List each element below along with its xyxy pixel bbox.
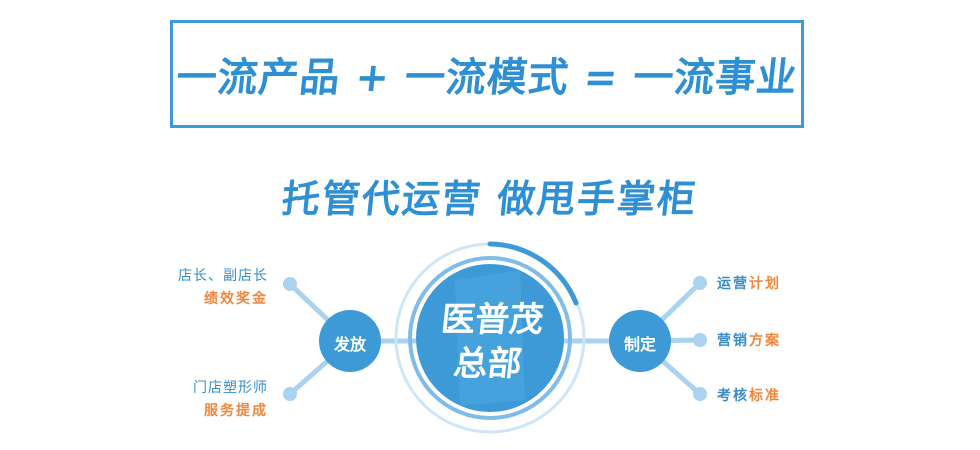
hub-label-line1: 医普茂 — [439, 300, 546, 340]
right-item-1-part2: 计划 — [749, 276, 781, 292]
hub-label-line2: 总部 — [451, 344, 524, 384]
left-item-1-title: 店长、副店长 — [178, 268, 268, 284]
slogan-box: 一流产品 + 一流模式 = 一流事业 — [170, 20, 804, 128]
left-item-2-title: 门店塑形师 — [193, 380, 268, 396]
right-node-circle — [609, 310, 671, 372]
left-item-2-value: 服务提成 — [204, 403, 268, 419]
right-item-1-part1: 运营 — [717, 276, 749, 292]
endpoint-right-bottom — [693, 387, 707, 401]
endpoint-left-bottom — [283, 387, 297, 401]
right-item-2-part2: 方案 — [749, 333, 781, 349]
right-item-3-part1: 考核 — [717, 388, 749, 404]
hub-accent-arc — [487, 241, 579, 306]
endpoint-left-top — [283, 277, 297, 291]
hub-decor-shape — [455, 270, 525, 406]
right-item-2-part1: 营销 — [717, 333, 749, 349]
hub-inner-ring — [408, 256, 572, 420]
endpoint-right-middle — [693, 333, 707, 347]
right-item-1: 运营计划 — [717, 273, 781, 293]
right-item-3: 考核标准 — [717, 385, 781, 405]
right-item-2: 营销方案 — [717, 330, 781, 350]
hub-label: 医普茂 总部 — [415, 298, 564, 386]
right-item-3-part2: 标准 — [749, 388, 781, 404]
left-item-1-value: 绩效奖金 — [204, 291, 268, 307]
left-node-label: 发放 — [333, 335, 366, 354]
right-node-label: 制定 — [623, 335, 656, 354]
left-node-circle — [319, 310, 381, 372]
endpoint-right-top — [693, 276, 707, 290]
